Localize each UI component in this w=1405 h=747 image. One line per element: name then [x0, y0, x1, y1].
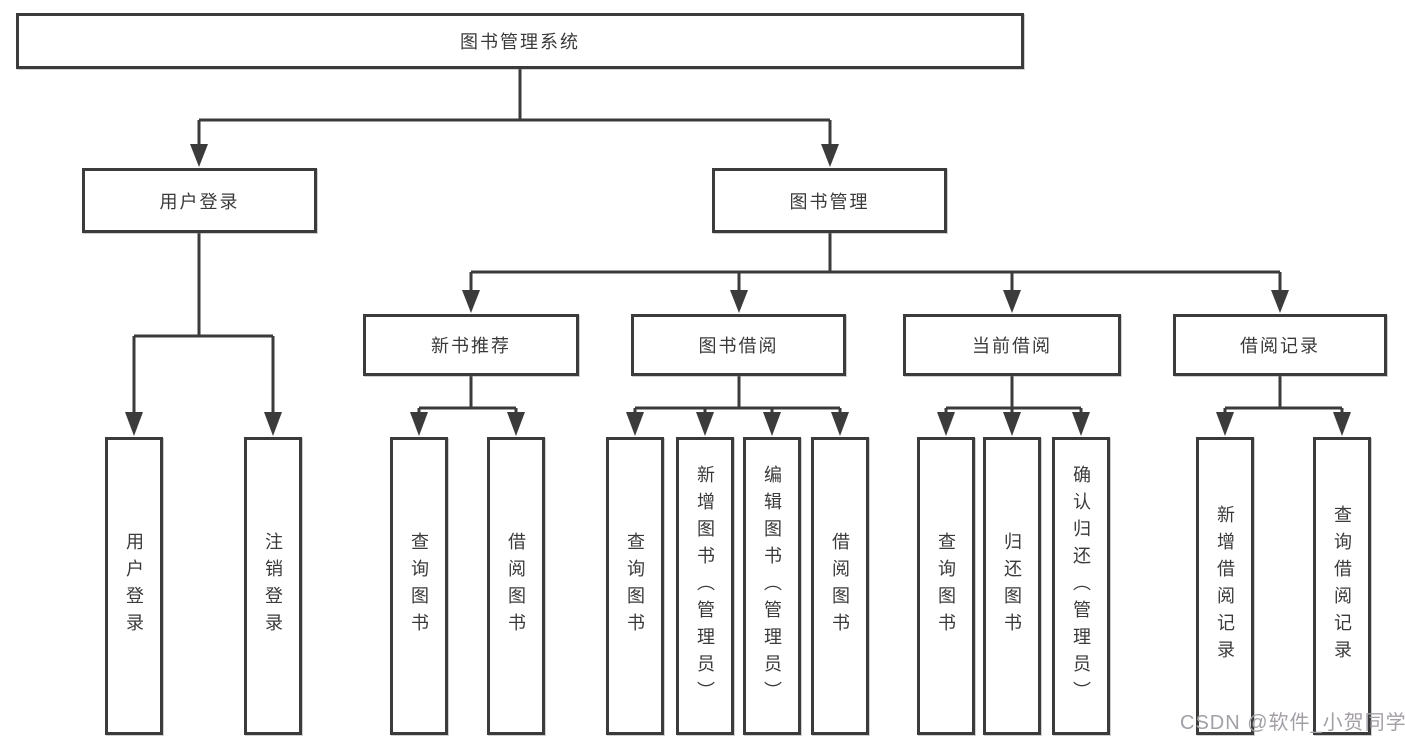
leaf-borrow-books-recommend: 借阅图书: [487, 437, 545, 735]
leaf-add-borrow-record-label: 新增借阅记录: [1215, 505, 1235, 667]
node-borrow-records: 借阅记录: [1173, 314, 1387, 376]
node-current-borrow-label: 当前借阅: [972, 336, 1052, 356]
node-borrow-records-label: 借阅记录: [1240, 336, 1320, 356]
node-book-borrow: 图书借阅: [631, 314, 846, 376]
leaf-query-books-current-label: 查询图书: [936, 532, 956, 640]
branch-book-borrow: [633, 376, 842, 416]
leaf-edit-book-admin-label: 编辑图书（管理员）: [762, 464, 782, 708]
leaf-borrow-books: 借阅图书: [811, 437, 869, 735]
branch-current-borrow: [944, 376, 1083, 416]
leaf-query-books-recommend: 查询图书: [390, 437, 448, 735]
branch-borrow-records: [1223, 376, 1344, 416]
leaf-return-book: 归还图书: [983, 437, 1041, 735]
leaf-add-borrow-record: 新增借阅记录: [1196, 437, 1254, 735]
node-user-login: 用户登录: [82, 168, 317, 233]
leaf-borrow-books-recommend-label: 借阅图书: [506, 532, 526, 640]
node-root: 图书管理系统: [16, 13, 1024, 69]
branch-book-management: [469, 233, 1282, 293]
leaf-query-borrow-record-label: 查询借阅记录: [1332, 505, 1352, 667]
leaf-logout: 注销登录: [244, 437, 302, 735]
leaf-add-book-admin: 新增图书（管理员）: [676, 437, 734, 735]
leaf-borrow-books-label: 借阅图书: [830, 532, 850, 640]
leaf-query-books-borrow-label: 查询图书: [625, 532, 645, 640]
leaf-edit-book-admin: 编辑图书（管理员）: [743, 437, 801, 735]
node-current-borrow: 当前借阅: [903, 314, 1121, 376]
node-new-book-recommend-label: 新书推荐: [431, 336, 511, 356]
leaf-user-login: 用户登录: [105, 437, 163, 735]
branch-root: [197, 69, 832, 146]
leaf-query-books-current: 查询图书: [917, 437, 975, 735]
branch-user-login: [132, 233, 275, 416]
leaf-query-books-borrow: 查询图书: [606, 437, 664, 735]
leaf-confirm-return-admin-label: 确认归还（管理员）: [1071, 464, 1091, 708]
node-book-borrow-label: 图书借阅: [698, 336, 779, 356]
node-new-book-recommend: 新书推荐: [363, 314, 579, 376]
csdn-watermark: CSDN @软件_小贺同学: [1180, 712, 1405, 734]
node-book-management-label: 图书管理: [789, 191, 870, 212]
leaf-return-book-label: 归还图书: [1002, 532, 1022, 640]
node-book-management: 图书管理: [712, 168, 947, 233]
leaf-logout-label: 注销登录: [263, 532, 283, 640]
leaf-user-login-label: 用户登录: [124, 532, 144, 640]
leaf-confirm-return-admin: 确认归还（管理员）: [1052, 437, 1110, 735]
leaf-query-books-recommend-label: 查询图书: [409, 532, 429, 640]
leaf-add-book-admin-label: 新增图书（管理员）: [695, 464, 715, 708]
branch-new-book-recommend: [417, 376, 518, 416]
node-root-label: 图书管理系统: [460, 32, 580, 52]
leaf-query-borrow-record: 查询借阅记录: [1313, 437, 1371, 735]
node-user-login-label: 用户登录: [159, 191, 240, 212]
